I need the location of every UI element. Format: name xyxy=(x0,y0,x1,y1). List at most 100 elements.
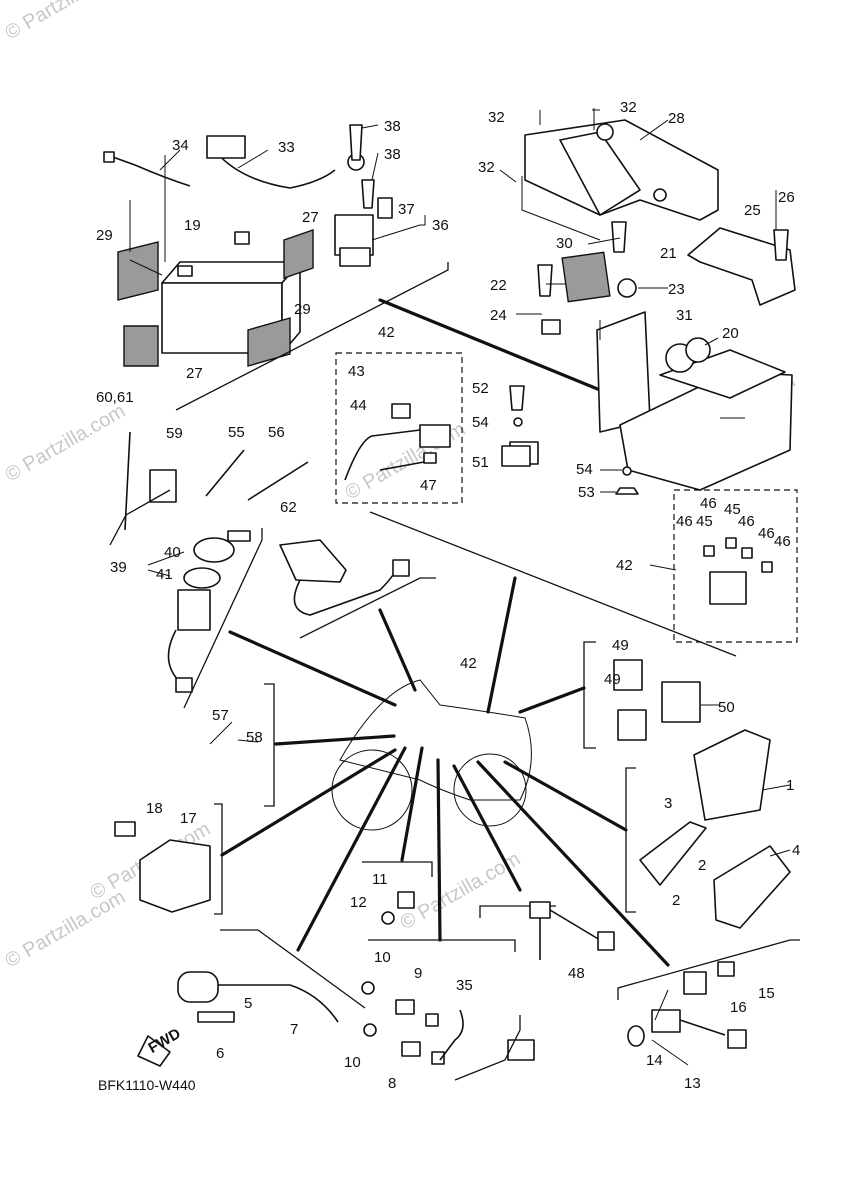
callout-label: 52 xyxy=(472,380,489,397)
callout-label: 56 xyxy=(268,424,285,441)
bracket-5 xyxy=(220,929,366,1009)
callout-leaders xyxy=(147,109,791,1066)
relay-group xyxy=(501,445,701,741)
watermark: © Partzilla.com xyxy=(2,886,130,972)
callout-label: 38 xyxy=(384,146,401,163)
callout-label: 42 xyxy=(616,557,633,574)
callout-label: 43 xyxy=(348,363,365,380)
callout-label: 37 xyxy=(398,201,415,218)
callout-label: 36 xyxy=(432,217,449,234)
callout-label: 39 xyxy=(110,559,127,576)
coil-group xyxy=(137,971,339,1067)
callout-label: 48 xyxy=(568,965,585,982)
callout-label: 58 xyxy=(246,729,263,746)
callout-label: 57 xyxy=(212,707,229,724)
callout-label: 41 xyxy=(156,566,173,583)
diagram-code: BFK1110-W440 xyxy=(98,1077,196,1093)
bracket-1 xyxy=(625,767,636,913)
regulator-group xyxy=(114,821,211,913)
callout-label: 1 xyxy=(786,777,794,794)
switch-62-group xyxy=(279,539,410,616)
callout-label: 42 xyxy=(460,655,477,672)
callout-label: 33 xyxy=(278,139,295,156)
callout-label: 15 xyxy=(758,985,775,1002)
callout-label: 3 xyxy=(664,795,672,812)
callout-label: 49 xyxy=(604,671,621,688)
harness-box-group xyxy=(335,352,463,504)
callout-label: 47 xyxy=(420,477,437,494)
callout-label: 23 xyxy=(668,281,685,298)
bracket-11 xyxy=(362,861,433,877)
callout-label: 24 xyxy=(490,307,507,324)
callout-label: 40 xyxy=(164,544,181,561)
callout-label: 45 xyxy=(696,513,713,530)
callout-label: 18 xyxy=(146,800,163,817)
callout-label: 16 xyxy=(730,999,747,1016)
callout-label: 38 xyxy=(384,118,401,135)
bracket-57 xyxy=(264,683,275,807)
callout-label: 10 xyxy=(374,949,391,966)
callout-label: 2 xyxy=(698,857,706,874)
sensor-13-group xyxy=(627,961,747,1049)
battery-group-outline xyxy=(175,262,449,411)
callout-label: 2 xyxy=(672,892,680,909)
callout-label: 59 xyxy=(166,425,183,442)
sensor-group xyxy=(361,891,535,1081)
callout-label: 46 xyxy=(676,513,693,530)
ecu-group xyxy=(639,729,791,929)
callout-label: 51 xyxy=(472,454,489,471)
callout-label: 21 xyxy=(660,245,677,262)
callout-label: 13 xyxy=(684,1075,701,1092)
leader-lines xyxy=(220,511,737,967)
bracket-39 xyxy=(183,528,263,709)
callout-label: 46 xyxy=(774,533,791,550)
callout-label: 30 xyxy=(556,235,573,252)
callout-label: 55 xyxy=(228,424,245,441)
motorcycle-silhouette xyxy=(331,679,532,831)
bracket-49 xyxy=(583,641,596,749)
callout-label: 46 xyxy=(700,495,717,512)
callout-label: 32 xyxy=(478,159,495,176)
watermark: © Partzilla.com xyxy=(2,0,130,44)
callout-label: 54 xyxy=(576,461,593,478)
leader-battery-to-box xyxy=(378,298,602,392)
callout-label: 27 xyxy=(186,365,203,382)
callout-label: 60,61 xyxy=(96,389,134,406)
callout-label: 6 xyxy=(216,1045,224,1062)
callout-label: 28 xyxy=(668,110,685,127)
callout-label: 54 xyxy=(472,414,489,431)
callout-label: 31 xyxy=(676,307,693,324)
callout-label: 14 xyxy=(646,1052,663,1069)
callout-label: 42 xyxy=(378,324,395,341)
callout-label: 34 xyxy=(172,137,189,154)
callout-label: 10 xyxy=(344,1054,361,1071)
bracket-9 xyxy=(368,939,516,952)
callout-label: 26 xyxy=(778,189,795,206)
bracket-13 xyxy=(617,939,800,1000)
callout-label: 44 xyxy=(350,397,367,414)
callout-label: 4 xyxy=(792,842,800,859)
callout-label: 62 xyxy=(280,499,297,516)
callout-label: 22 xyxy=(490,277,507,294)
callout-label: 9 xyxy=(414,965,422,982)
battery-box-group xyxy=(509,108,796,495)
callout-label: 17 xyxy=(180,810,197,827)
callout-label: 53 xyxy=(578,484,595,501)
callout-label: 32 xyxy=(620,99,637,116)
callout-label: 11 xyxy=(372,871,388,888)
watermark: © Partzilla.com xyxy=(2,400,130,486)
callout-label: 46 xyxy=(758,525,775,542)
callout-label: 12 xyxy=(350,894,367,911)
ignition-group xyxy=(167,530,251,693)
bracket-17 xyxy=(214,803,223,915)
callout-labels: 1 2 2 3 4 5 6 7 8 9 10 10 11 12 13 14 15… xyxy=(96,99,800,1092)
callout-label: 8 xyxy=(388,1075,396,1092)
callout-label: 50 xyxy=(718,699,735,716)
callout-label: 25 xyxy=(744,202,761,219)
battery-group xyxy=(103,124,393,367)
callout-label: 32 xyxy=(488,109,505,126)
callout-label: 19 xyxy=(184,217,201,234)
callout-label: 27 xyxy=(302,209,319,226)
fuse-box-group xyxy=(673,489,798,643)
